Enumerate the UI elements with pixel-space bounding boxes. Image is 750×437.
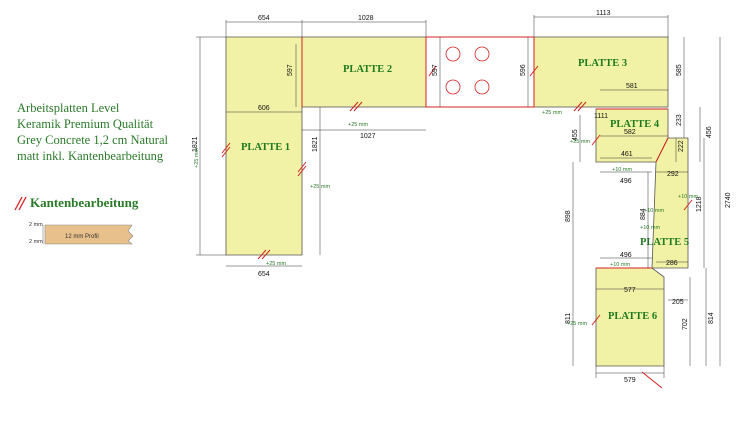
dim-1821-left: 1821 [192, 136, 199, 152]
edge-mark-legend-icon [14, 196, 27, 211]
edge-label-p1-right: +25 mm [310, 184, 330, 190]
dim-1218: 1218 [696, 196, 703, 212]
plate-4-label: PLATTE 4 [610, 119, 660, 130]
edge-label-p1-bottom: +25 mm [266, 261, 286, 267]
edge-mark-p2 [349, 101, 363, 112]
dim-654-bot: 654 [258, 271, 270, 278]
edge-label-p4-b1: +10 mm [612, 167, 632, 173]
dim-1111: 1111 [594, 113, 608, 120]
legend-line-2: Keramik Premium Qualität [17, 117, 154, 131]
edge-label-p4: +25 mm [570, 139, 590, 145]
edge-mark-p1-left [221, 142, 231, 158]
edge-label-p1-left: +25 mm [194, 148, 200, 168]
dim-597-sink: 597 [432, 64, 439, 76]
plate-5-label: PLATTE 5 [640, 237, 689, 248]
profile-shape [44, 224, 134, 245]
dim-1027: 1027 [360, 133, 376, 140]
dim-1028: 1028 [358, 15, 374, 22]
dim-585: 585 [676, 64, 683, 76]
legend-line-4: matt inkl. Kantenbearbeitung [17, 149, 164, 163]
dim-582: 582 [624, 129, 636, 136]
edge-mark-p5 [683, 199, 693, 211]
edge-mark-p1-right [297, 161, 307, 177]
edge-mark-p3 [529, 65, 587, 112]
dim-606: 606 [258, 105, 270, 112]
mm-bottom-label: 2 mm [29, 239, 43, 245]
dim-222: 222 [678, 140, 685, 152]
dim-597-p2: 597 [287, 64, 294, 76]
sink-cutout [425, 36, 535, 108]
edge-label-p6-top: +10 mm [610, 262, 630, 268]
edge-mark-p4 [591, 134, 601, 146]
dim-579: 579 [624, 377, 636, 384]
legend-line-1: Arbeitsplatten Level [17, 101, 120, 115]
edge-label-p3: +25 mm [542, 110, 562, 116]
edge-label-p4-b2: +10 mm [644, 208, 664, 214]
mm-top-label: 2 mm [29, 222, 43, 228]
plate-2-label: PLATTE 2 [343, 64, 392, 75]
dim-702: 702 [682, 318, 689, 330]
dim-814: 814 [708, 312, 715, 324]
dim-456: 456 [706, 126, 713, 138]
dim-577: 577 [624, 287, 636, 294]
dim-205: 205 [672, 299, 684, 306]
dim-455: 455 [572, 129, 579, 141]
edge-label-p5-a: +10 mm [678, 194, 698, 200]
profile-label: 12 mm Profil [65, 234, 99, 240]
kantenbearbeitung-title: Kantenbearbeitung [30, 195, 139, 210]
profile-legend: 12 mm Profil 2 mm 2 mm [29, 222, 134, 245]
plate-6-label: PLATTE 6 [608, 311, 657, 322]
edge-mark-p1-bottom [257, 249, 271, 260]
edge-label-p5-b: +10 mm [640, 225, 660, 231]
plate-1-label: PLATTE 1 [241, 142, 290, 153]
dim-292: 292 [667, 171, 679, 178]
dim-654-top: 654 [258, 15, 270, 22]
dim-286: 286 [666, 260, 678, 267]
dim-496-bot: 496 [620, 252, 632, 259]
plate-1 [225, 36, 303, 256]
dim-1821-inner: 1821 [312, 136, 319, 152]
plate-3-label: PLATTE 3 [578, 58, 627, 69]
dim-596: 596 [520, 64, 527, 76]
edge-label-p2: +25 mm [348, 122, 368, 128]
dim-811: 811 [565, 313, 572, 324]
legend-line-3: Grey Concrete 1,2 cm Natural [17, 133, 168, 147]
dim-233: 233 [676, 114, 683, 126]
dim-496-top: 496 [620, 178, 632, 185]
dim-581: 581 [626, 83, 638, 90]
dim-461: 461 [621, 151, 633, 158]
edge-mark-p2-joint [428, 65, 437, 77]
edge-label-p6-left: +25 mm [567, 321, 587, 327]
dim-884: 884 [640, 208, 647, 220]
edge-mark-p6 [591, 314, 663, 389]
dim-2740: 2740 [725, 192, 732, 208]
plate-3 [533, 36, 669, 108]
plate-2 [301, 36, 427, 108]
dim-898: 898 [565, 210, 572, 222]
dim-1113: 1113 [596, 10, 611, 17]
